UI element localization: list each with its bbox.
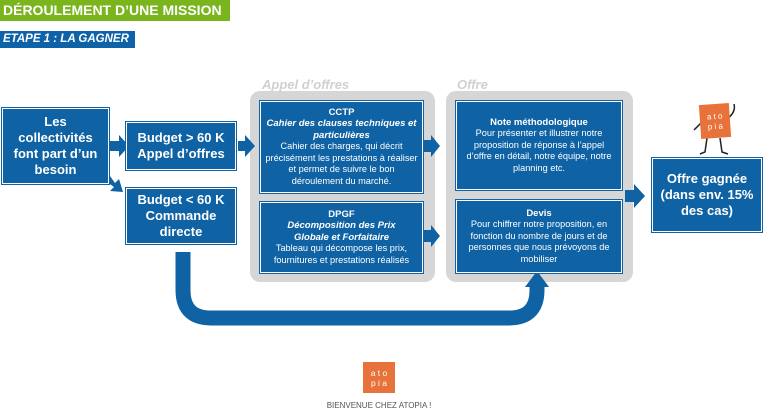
arrow-to-offre-gagnee	[625, 184, 645, 208]
arrow-dpgf-to-devis	[424, 225, 440, 247]
arrow-cctp-to-note	[424, 135, 440, 157]
atopia-logo: a t o p i a	[363, 362, 395, 393]
cctp-subtitle: Cahier des clauses techniques et particu…	[266, 118, 417, 141]
logo-line2: p i a	[370, 377, 388, 388]
arrow-to-budget-high	[110, 135, 129, 157]
devis-description: Pour chiffrer notre proposition, en fonc…	[468, 219, 610, 264]
atopia-mascot-icon: a t o p i a	[693, 102, 736, 155]
note-title: Note méthodologique	[490, 116, 588, 128]
budget-low-box: Budget < 60 K Commande directe	[126, 188, 236, 244]
offre-group-label: Offre	[457, 77, 488, 92]
note-description: Pour présenter et illustrer notre propos…	[466, 128, 612, 173]
devis-box: Devis Pour chiffrer notre proposition, e…	[456, 200, 622, 273]
arrow-to-appel-group	[238, 135, 255, 157]
appel-offres-group-label: Appel d’offres	[262, 77, 350, 92]
dpgf-subtitle: Décomposition des Prix Globale et Forfai…	[287, 220, 396, 243]
budget-high-line1: Budget > 60 K	[137, 130, 225, 145]
offre-gagnee-box: Offre gagnée (dans env. 15% des cas)	[652, 158, 762, 232]
dpgf-description: Tableau qui décompose les prix, fournitu…	[273, 243, 410, 265]
logo-line1: a t o	[370, 367, 388, 378]
devis-title: Devis	[526, 207, 552, 219]
offre-gagnee-text: Offre gagnée (dans env. 15% des cas)	[660, 171, 754, 218]
dpgf-title: DPGF	[328, 208, 355, 220]
budget-high-box: Budget > 60 K Appel d’offres	[126, 122, 236, 170]
collectivites-box: Les collectivités font part d’un besoin	[2, 108, 109, 184]
dpgf-box: DPGF Décomposition des Prix Globale et F…	[260, 202, 423, 273]
return-arrow-head	[525, 271, 549, 287]
cctp-title: CCTP	[328, 106, 355, 118]
mascot-text-line1: a t o	[707, 111, 724, 121]
return-arrow-path	[175, 252, 545, 326]
collectivites-text: Les collectivités font part d’un besoin	[13, 114, 98, 177]
budget-low-line2: Commande directe	[145, 208, 217, 239]
cctp-description: Cahier des charges, qui décrit préciséme…	[265, 141, 418, 186]
welcome-text: BIENVENUE CHEZ ATOPIA !	[326, 401, 432, 410]
budget-low-line1: Budget < 60 K	[137, 192, 225, 207]
mascot-body	[698, 102, 732, 140]
note-methodologique-box: Note méthodologique Pour présenter et il…	[456, 101, 622, 190]
cctp-box: CCTP Cahier des clauses techniques et pa…	[260, 101, 423, 193]
mascot-text-line2: p i a	[708, 121, 724, 131]
budget-high-line2: Appel d’offres	[137, 146, 225, 161]
page-title: DÉROULEMENT D’UNE MISSION	[0, 0, 230, 21]
step-subtitle: ETAPE 1 : LA GAGNER	[0, 31, 135, 48]
